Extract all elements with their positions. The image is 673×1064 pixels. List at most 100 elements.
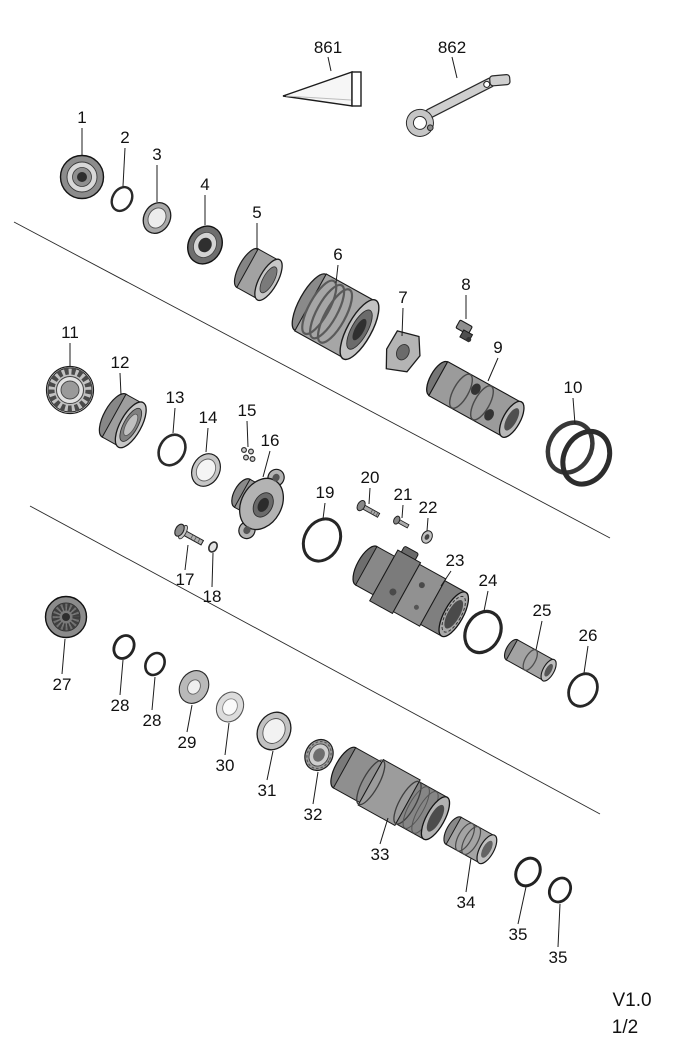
part-35-o-ring-second (547, 876, 573, 904)
part-862-label: 862 (438, 38, 466, 57)
axis-line-upper (13, 221, 611, 539)
leader-line-862 (451, 56, 458, 79)
part-6-sleeve-with-spring (291, 273, 380, 361)
part-9-label: 9 (493, 338, 502, 357)
leader-line-19 (322, 502, 326, 520)
part-23-label: 23 (446, 551, 465, 570)
part-18-label: 18 (203, 587, 222, 606)
part-33-label: 33 (371, 845, 390, 864)
leader-line-28a (119, 659, 124, 696)
part-861-label: 861 (314, 38, 342, 57)
part-28-label-second: 28 (143, 711, 162, 730)
footer: V1.0 1/2 (612, 990, 652, 1038)
leader-line-31 (266, 750, 274, 781)
part-35-o-ring-first (514, 856, 542, 888)
part-6-label: 6 (333, 245, 342, 264)
leader-line-6 (335, 264, 339, 284)
leader-line-15 (246, 420, 249, 448)
part-4-label: 4 (200, 175, 209, 194)
part-10-ring-pair (545, 420, 613, 487)
part-32-label: 32 (304, 805, 323, 824)
grease-tube-861 (282, 71, 362, 107)
part-27-label: 27 (53, 675, 72, 694)
part-13-o-ring (157, 433, 187, 467)
version-label: V1.0 (612, 990, 651, 1011)
part-12-label: 12 (111, 353, 130, 372)
wrench-862 (405, 74, 511, 137)
leader-line-29 (186, 704, 193, 733)
leader-line-24 (483, 590, 489, 612)
part-31-label: 31 (258, 781, 277, 800)
part-17-screw (174, 523, 205, 546)
part-35-label-second: 35 (549, 948, 568, 967)
part-3-seal-ring (142, 202, 172, 234)
leader-line-2 (122, 147, 126, 187)
part-19-label: 19 (316, 483, 335, 502)
leader-lines (61, 56, 589, 948)
part-34-piston (443, 816, 498, 865)
leader-line-7 (401, 307, 404, 337)
leader-line-16 (262, 450, 271, 478)
part-2-label: 2 (120, 128, 129, 147)
part-8-label: 8 (461, 275, 470, 294)
leader-line-25 (535, 620, 543, 651)
part-26-label: 26 (579, 626, 598, 645)
part-21-small-screw (393, 515, 410, 529)
part-2-ring (110, 185, 134, 213)
part-22-nut (421, 530, 433, 544)
part-12-ring-sleeve (98, 393, 147, 449)
axis-guide-lines (13, 221, 611, 815)
leader-line-32 (312, 771, 319, 805)
part-26-o-ring (567, 672, 599, 708)
part-14-label: 14 (199, 408, 218, 427)
part-29-washer (178, 670, 210, 704)
leader-line-12 (119, 372, 122, 396)
leader-line-26 (583, 645, 589, 674)
part-15-steel-balls (240, 446, 256, 463)
part-20-screw (356, 500, 381, 518)
leader-line-10 (572, 397, 576, 425)
part-14-washer (191, 453, 221, 487)
leader-line-35a (517, 886, 527, 925)
leader-line-23 (440, 570, 452, 587)
part-17-label: 17 (176, 570, 195, 589)
part-4-bearing (187, 225, 223, 265)
part-1-bearing (59, 154, 105, 200)
leader-line-21 (401, 504, 404, 519)
part-16-flange (231, 468, 285, 540)
part-28-o-ring-first (112, 634, 136, 660)
part-18-small-washer (208, 541, 218, 553)
part-31-ring (256, 711, 292, 751)
part-11-label: 11 (61, 323, 79, 342)
part-28-label-first: 28 (111, 696, 130, 715)
part-19-o-ring (301, 517, 343, 563)
part-20-label: 20 (361, 468, 380, 487)
part-16-label: 16 (261, 431, 280, 450)
part-3-label: 3 (152, 145, 161, 164)
leader-line-20 (368, 487, 371, 505)
part-8-clip (455, 319, 474, 343)
leader-line-34 (465, 857, 472, 893)
part-25-piston-pin (503, 638, 557, 682)
part-5-ring-stack (233, 247, 283, 302)
leader-line-33 (379, 817, 389, 845)
leader-line-13 (172, 407, 176, 434)
part-9-cylinder (426, 360, 525, 438)
part-11-serrated-ring (45, 365, 95, 415)
part-5-label: 5 (252, 203, 261, 222)
part-7-label: 7 (398, 288, 407, 307)
part-25-label: 25 (533, 601, 552, 620)
part-33-cylinder (330, 746, 451, 841)
part-30-label: 30 (216, 756, 235, 775)
page-number-label: 1/2 (612, 1017, 638, 1038)
axis-line-lower (29, 505, 601, 815)
part-13-label: 13 (166, 388, 185, 407)
leader-line-35b (557, 903, 561, 948)
part-28-o-ring-second (144, 651, 166, 677)
leader-line-17 (184, 544, 189, 571)
part-10-label: 10 (564, 378, 583, 397)
leader-line-22 (426, 517, 429, 532)
part-24-label: 24 (479, 571, 498, 590)
